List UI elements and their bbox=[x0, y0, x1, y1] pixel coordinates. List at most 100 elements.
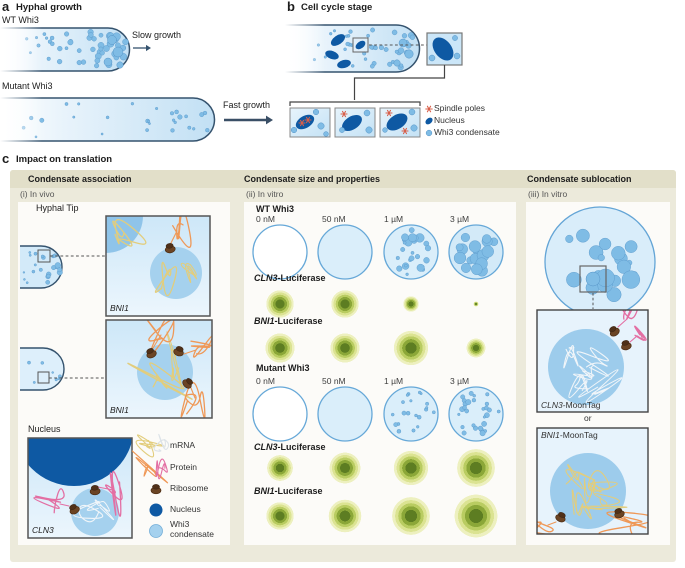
bni1-luciferase-label-wt: BNI1-Luciferase bbox=[254, 316, 323, 326]
bni1-moontag-box bbox=[537, 428, 648, 534]
panel-b-title: Cell cycle stage bbox=[301, 2, 373, 13]
luciferase-glow bbox=[391, 328, 431, 368]
bracket bbox=[289, 101, 421, 106]
conc-1um-wt: 1 µM bbox=[384, 214, 404, 224]
condensate-sublocation-illustration bbox=[536, 206, 656, 535]
luciferase-glow bbox=[326, 497, 364, 535]
luciferase-glow bbox=[327, 450, 363, 486]
wt-whi3-header: WT Whi3 bbox=[256, 204, 294, 214]
mutant-whi3-label: Mutant Whi3 bbox=[2, 81, 53, 91]
condensate-dots bbox=[27, 360, 62, 384]
ribosome-icon bbox=[89, 485, 101, 496]
sublabel-in-vitro: (ii) In vitro bbox=[246, 189, 284, 199]
panel-c-title: Impact on translation bbox=[16, 154, 113, 165]
luciferase-glow bbox=[391, 448, 431, 488]
column-header-sublocation: Condensate sublocation bbox=[527, 174, 632, 184]
zoom-source-box bbox=[579, 265, 607, 293]
conc-50nm-mut: 50 nM bbox=[322, 376, 346, 386]
spindle-pole-icon bbox=[340, 110, 348, 118]
luciferase-glow bbox=[263, 331, 297, 365]
bni1-label-1: BNI1 bbox=[110, 303, 129, 313]
nucleus-icon bbox=[149, 503, 163, 517]
cell-cycle-illustration bbox=[285, 22, 463, 138]
conc-3um-wt: 3 µM bbox=[450, 214, 470, 224]
conc-0nm-mut: 0 nM bbox=[256, 376, 275, 386]
luciferase-glow bbox=[465, 337, 487, 359]
ribosome-icon bbox=[69, 504, 80, 515]
conc-1um-mut: 1 µM bbox=[384, 376, 404, 386]
condensate-dots bbox=[395, 227, 431, 276]
droplet-mix-circle bbox=[317, 386, 373, 442]
droplet-mix-circle bbox=[544, 206, 656, 318]
ribosome-icon bbox=[150, 484, 162, 495]
column-header-size: Condensate size and properties bbox=[244, 174, 381, 184]
luciferase-glow bbox=[329, 288, 361, 320]
luciferase-glow bbox=[402, 295, 420, 313]
bni1-moontag-label: BNI1-MoonTag bbox=[541, 430, 598, 440]
sublabel-in-vivo: (i) In vivo bbox=[20, 189, 55, 199]
ribosome-icon bbox=[182, 378, 193, 389]
whi3-condensate-icon bbox=[149, 524, 163, 538]
wt-whi3-label: WT Whi3 bbox=[2, 15, 39, 25]
legend-nucleus-label: Nucleus bbox=[434, 115, 465, 125]
legend-protein-label: Protein bbox=[170, 462, 197, 472]
luciferase-glow bbox=[264, 500, 296, 532]
bni1-luciferase-label-mut: BNI1-Luciferase bbox=[254, 486, 323, 496]
bni1-label-2: BNI1 bbox=[110, 405, 129, 415]
whi3-condensate-icon bbox=[425, 129, 433, 137]
cln3-luciferase-label-wt: CLN3-Luciferase bbox=[254, 273, 326, 283]
bni1-mutant-box bbox=[106, 320, 212, 418]
legend-condensate2-label: Whi3 condensate bbox=[170, 519, 214, 539]
ribosome-icon bbox=[146, 348, 157, 359]
panel-b-letter: b bbox=[287, 0, 295, 14]
condensate-association-illustration bbox=[20, 215, 213, 539]
hyphal-tip-label: Hyphal Tip bbox=[36, 203, 79, 213]
legend-ribosome-label: Ribosome bbox=[170, 483, 209, 493]
zoom-source-box bbox=[37, 371, 50, 384]
droplet-mix-circle bbox=[448, 386, 504, 442]
luciferase-glow bbox=[473, 301, 479, 307]
condensate-dots bbox=[390, 390, 436, 434]
nucleus-icon bbox=[425, 117, 433, 125]
legend-spindle-poles-label: Spindle poles bbox=[434, 103, 486, 113]
droplet-mix-circle bbox=[383, 386, 439, 442]
conc-3um-mut: 3 µM bbox=[450, 376, 470, 386]
nucleus bbox=[28, 438, 132, 486]
ribosome-icon bbox=[609, 326, 620, 337]
whi3-condensate bbox=[71, 488, 119, 536]
cln3-moontag-box bbox=[537, 310, 648, 412]
cln3-label: CLN3 bbox=[32, 525, 54, 535]
panel-c-letter: c bbox=[2, 151, 10, 166]
condensate-size-illustration bbox=[252, 224, 504, 442]
spindle-pole-icon bbox=[385, 109, 393, 117]
conc-0nm-wt: 0 nM bbox=[256, 214, 275, 224]
sublabel-in-vitro-2: (iii) In vitro bbox=[528, 189, 568, 199]
fast-growth-label: Fast growth bbox=[223, 100, 271, 110]
column-header-association: Condensate association bbox=[28, 174, 132, 184]
spindle-pole-icon bbox=[304, 116, 312, 124]
droplet-mix-circle bbox=[252, 224, 308, 280]
legend-nucleus2-label: Nucleus bbox=[170, 504, 201, 514]
conc-50nm-wt: 50 nM bbox=[322, 214, 346, 224]
mutant-whi3-header: Mutant Whi3 bbox=[256, 363, 310, 373]
spindle-pole-icon bbox=[425, 105, 433, 113]
condensate-dots bbox=[457, 390, 501, 437]
luciferase-glow bbox=[328, 331, 362, 365]
droplet-mix-circle bbox=[317, 224, 373, 280]
cln3-moontag-label: CLN3-MoonTag bbox=[541, 400, 601, 410]
cln3-nucleus-box bbox=[28, 438, 132, 538]
ribosome-icon bbox=[173, 346, 184, 357]
ribosome-icon bbox=[555, 512, 566, 523]
spindle-pole-icon bbox=[298, 119, 306, 127]
luciferase-glow bbox=[389, 494, 433, 538]
condensate-dots bbox=[22, 251, 63, 285]
luciferase-glow bbox=[265, 453, 295, 483]
spindle-pole-icon bbox=[401, 127, 409, 135]
nucleus-section-label: Nucleus bbox=[28, 424, 61, 434]
panel-a-letter: a bbox=[2, 0, 10, 14]
slow-growth-label: Slow growth bbox=[132, 30, 182, 40]
panel-c-header-strip bbox=[10, 170, 676, 188]
panel-a-title: Hyphal growth bbox=[16, 2, 82, 13]
luciferase-glow bbox=[264, 288, 296, 320]
